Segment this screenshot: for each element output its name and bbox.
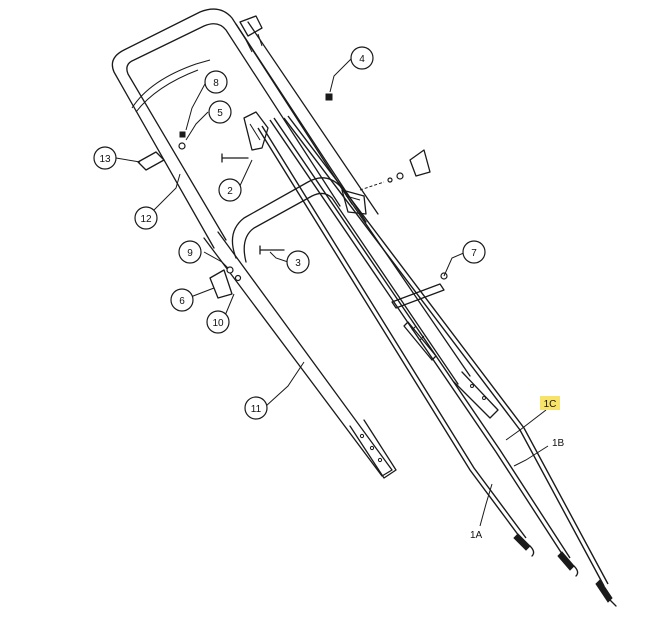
hardware (137, 93, 448, 309)
bolt-3 (259, 245, 285, 255)
callout-11: 11 (244, 396, 268, 420)
washer-5 (178, 142, 186, 150)
svg-text:3: 3 (295, 258, 301, 269)
callout-6: 6 (170, 288, 194, 312)
svg-text:5: 5 (217, 108, 223, 119)
svg-text:12: 12 (140, 214, 152, 225)
svg-text:11: 11 (251, 404, 262, 415)
callout-5: 5 (208, 100, 232, 124)
callout-10: 10 (206, 310, 230, 334)
cable-1b (269, 119, 567, 561)
callout-2: 2 (218, 178, 242, 202)
lower-handle (203, 231, 397, 479)
svg-text:1C: 1C (544, 399, 557, 410)
label-1a: 1A (470, 530, 483, 541)
svg-text:10: 10 (212, 318, 224, 329)
cable-guide-13 (137, 151, 165, 171)
label-1c: 1C (540, 396, 560, 410)
callouts: 4 8 5 13 2 12 9 3 (93, 46, 565, 541)
svg-text:13: 13 (99, 154, 111, 165)
washer-10 (234, 274, 242, 282)
svg-text:9: 9 (187, 248, 193, 259)
callout-13: 13 (93, 146, 117, 170)
callout-3: 3 (286, 250, 310, 274)
bolt-8 (179, 131, 186, 138)
svg-text:7: 7 (471, 248, 477, 259)
handle-knob-right (409, 149, 431, 177)
callout-9: 9 (178, 240, 202, 264)
svg-text:2: 2 (227, 186, 233, 197)
svg-text:4: 4 (359, 54, 365, 65)
label-1b: 1B (552, 438, 565, 449)
callout-7: 7 (462, 240, 486, 264)
svg-text:8: 8 (213, 78, 219, 89)
nut-4 (325, 93, 333, 101)
bolt-2 (221, 153, 249, 163)
cable-1c (283, 117, 605, 587)
cable-1a (257, 127, 523, 541)
callout-8: 8 (204, 70, 228, 94)
middle-handle-frame (231, 177, 499, 419)
callout-12: 12 (134, 206, 158, 230)
control-lever (243, 111, 269, 151)
cable-tie-7 (391, 283, 445, 309)
washer-9 (226, 266, 234, 274)
handle-knob-left (209, 269, 233, 299)
callout-4: 4 (350, 46, 374, 70)
upper-handle-frame (111, 8, 379, 249)
leader-lines (115, 57, 549, 527)
svg-text:6: 6 (179, 296, 185, 307)
cables (257, 115, 617, 607)
